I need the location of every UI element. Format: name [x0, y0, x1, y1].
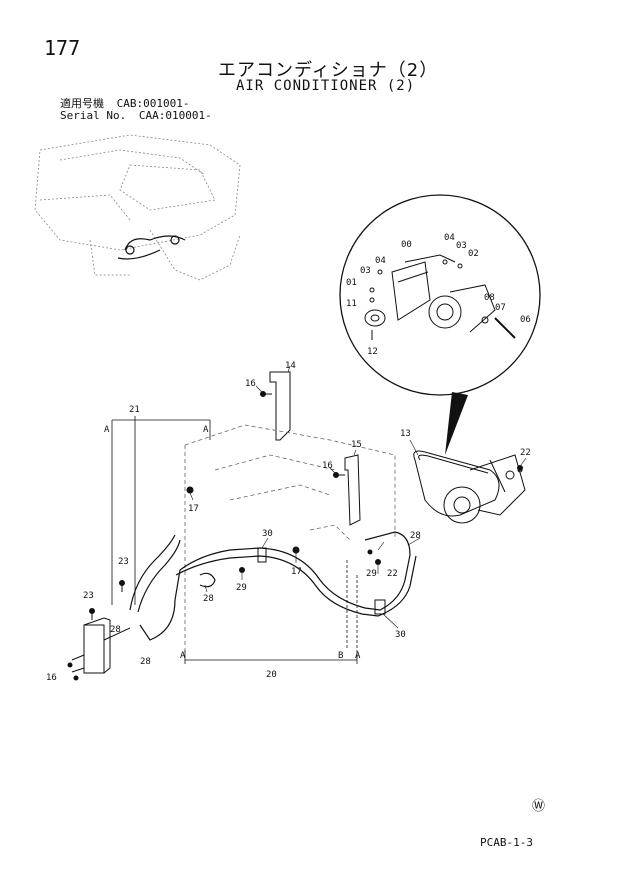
- compressor-belt-assembly: [413, 450, 526, 524]
- ref-letter: A: [203, 425, 209, 435]
- w-mark: Ⓦ: [532, 799, 546, 814]
- leader-lines: [189, 365, 527, 629]
- part-label: 16: [245, 379, 256, 389]
- fasteners: [67, 391, 523, 681]
- part-label: 29: [366, 569, 377, 579]
- serial-label-jp: 適用号機: [60, 97, 104, 110]
- serial-block: 適用号機 CAB:001001- Serial No. CAA:010001-: [60, 98, 212, 122]
- page-code: PCAB-1-3: [480, 836, 533, 849]
- detail-pointer: [445, 392, 468, 455]
- detail-label: 00: [401, 240, 412, 250]
- bracket-14: [269, 371, 291, 441]
- part-label: 23: [118, 557, 129, 567]
- part-label: 15: [351, 440, 362, 450]
- part-labels: 14 16 15 16 17 17 13 22 21 30 30 23 23 2…: [46, 361, 531, 683]
- part-label: 14: [285, 361, 296, 371]
- part-label: 17: [188, 504, 199, 514]
- detail-label: 06: [520, 315, 531, 325]
- hose-routing: [129, 531, 417, 641]
- page-number: 177: [44, 36, 81, 60]
- part-label: 30: [395, 630, 406, 640]
- compressor-detail-drawing: [364, 254, 516, 340]
- part-label: 23: [83, 591, 94, 601]
- detail-circle: [339, 194, 541, 455]
- ref-letter: A: [355, 651, 361, 661]
- serial-value-jp: CAB:001001-: [116, 97, 190, 110]
- page-title-en: AIR CONDITIONER (2): [236, 78, 416, 94]
- serial-row-jp: 適用号機 CAB:001001-: [60, 98, 212, 110]
- detail-label: 03: [456, 241, 467, 251]
- frame-dashed-outline: [184, 424, 396, 655]
- part-label: 29: [236, 583, 247, 593]
- part-label: 20: [266, 670, 277, 680]
- detail-label: 03: [360, 266, 371, 276]
- receiver-drier: [71, 617, 131, 674]
- part-label: 30: [262, 529, 273, 539]
- part-label: 13: [400, 429, 411, 439]
- detail-label: 04: [444, 233, 455, 243]
- part-label: 22: [520, 448, 531, 458]
- part-label: 28: [203, 594, 214, 604]
- part-label: 17: [291, 567, 302, 577]
- page-title-jp: エアコンディショナ（2）: [218, 60, 439, 81]
- detail-label: 02: [468, 249, 479, 259]
- detail-label: 12: [367, 347, 378, 357]
- part-label: 16: [322, 461, 333, 471]
- part-label: 16: [46, 673, 57, 683]
- serial-label-en: Serial No.: [60, 109, 127, 122]
- ref-letter: A: [180, 651, 186, 661]
- detail-label: 01: [346, 278, 357, 288]
- part-label: 28: [410, 531, 421, 541]
- detail-label: 08: [484, 293, 495, 303]
- detail-label: 07: [495, 303, 506, 313]
- detail-label: 04: [375, 256, 386, 266]
- machine-overview-highlight: [117, 235, 186, 260]
- reference-lines: [111, 416, 358, 664]
- detail-labels: 00 04 03 02 04 03 01 11 12 08 07 06: [346, 233, 531, 357]
- machine-overview-sketch: [34, 134, 241, 281]
- part-label: 28: [140, 657, 151, 667]
- part-label: 22: [387, 569, 398, 579]
- part-label: 21: [129, 405, 140, 415]
- bracket-15: [344, 454, 361, 526]
- ref-letter: B: [338, 651, 343, 661]
- detail-label: 11: [346, 299, 357, 309]
- serial-row-en: Serial No. CAA:010001-: [60, 110, 212, 122]
- ref-letter: A: [104, 425, 110, 435]
- part-label: 28: [110, 625, 121, 635]
- serial-value-en: CAA:010001-: [138, 109, 212, 122]
